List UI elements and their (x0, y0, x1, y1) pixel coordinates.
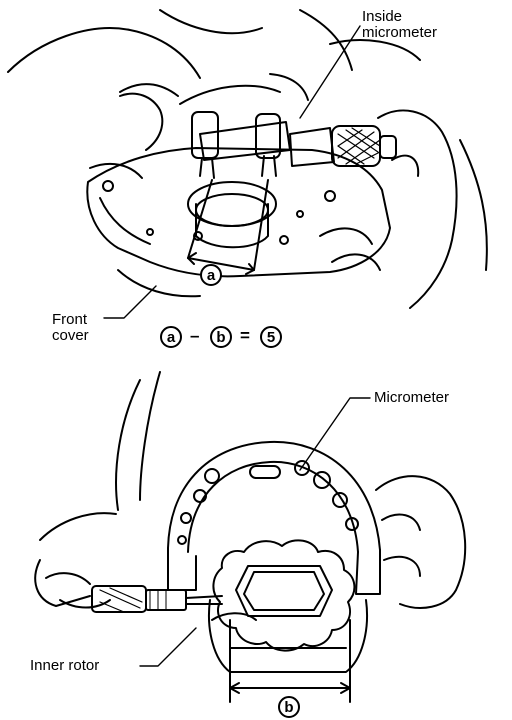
formula-equals-sign: = (240, 326, 250, 345)
formula-term-b: b (210, 326, 232, 348)
inside-micrometer-label: Inside micrometer (362, 9, 437, 41)
formula-term-a: a (160, 326, 182, 348)
formula-minus-sign: – (190, 326, 200, 345)
formula-result: 5 (260, 326, 282, 348)
dimension-a-letter: a (206, 266, 216, 284)
formula-term-b-letter: b (216, 328, 226, 346)
dimension-b-letter: b (284, 698, 294, 716)
inside-micrometer-label-line1: Inside (362, 8, 403, 25)
front-cover-label-line1: Front (52, 311, 88, 328)
formula-term-a-letter: a (166, 328, 176, 346)
dimension-a-marker: a (200, 264, 222, 286)
top-illustration (7, 9, 488, 319)
front-cover-label-line2: cover (52, 327, 89, 344)
inside-micrometer-label-line2: micrometer (362, 24, 438, 41)
inner-rotor-label: Inner rotor (30, 657, 100, 674)
formula-result-digit: 5 (266, 328, 276, 346)
dimension-b-marker: b (278, 696, 300, 718)
micrometer-label: Micrometer (374, 389, 450, 406)
front-cover-label: Front cover (52, 312, 89, 344)
clearance-formula: a – b = 5 (160, 324, 310, 350)
bottom-illustration (34, 371, 467, 703)
